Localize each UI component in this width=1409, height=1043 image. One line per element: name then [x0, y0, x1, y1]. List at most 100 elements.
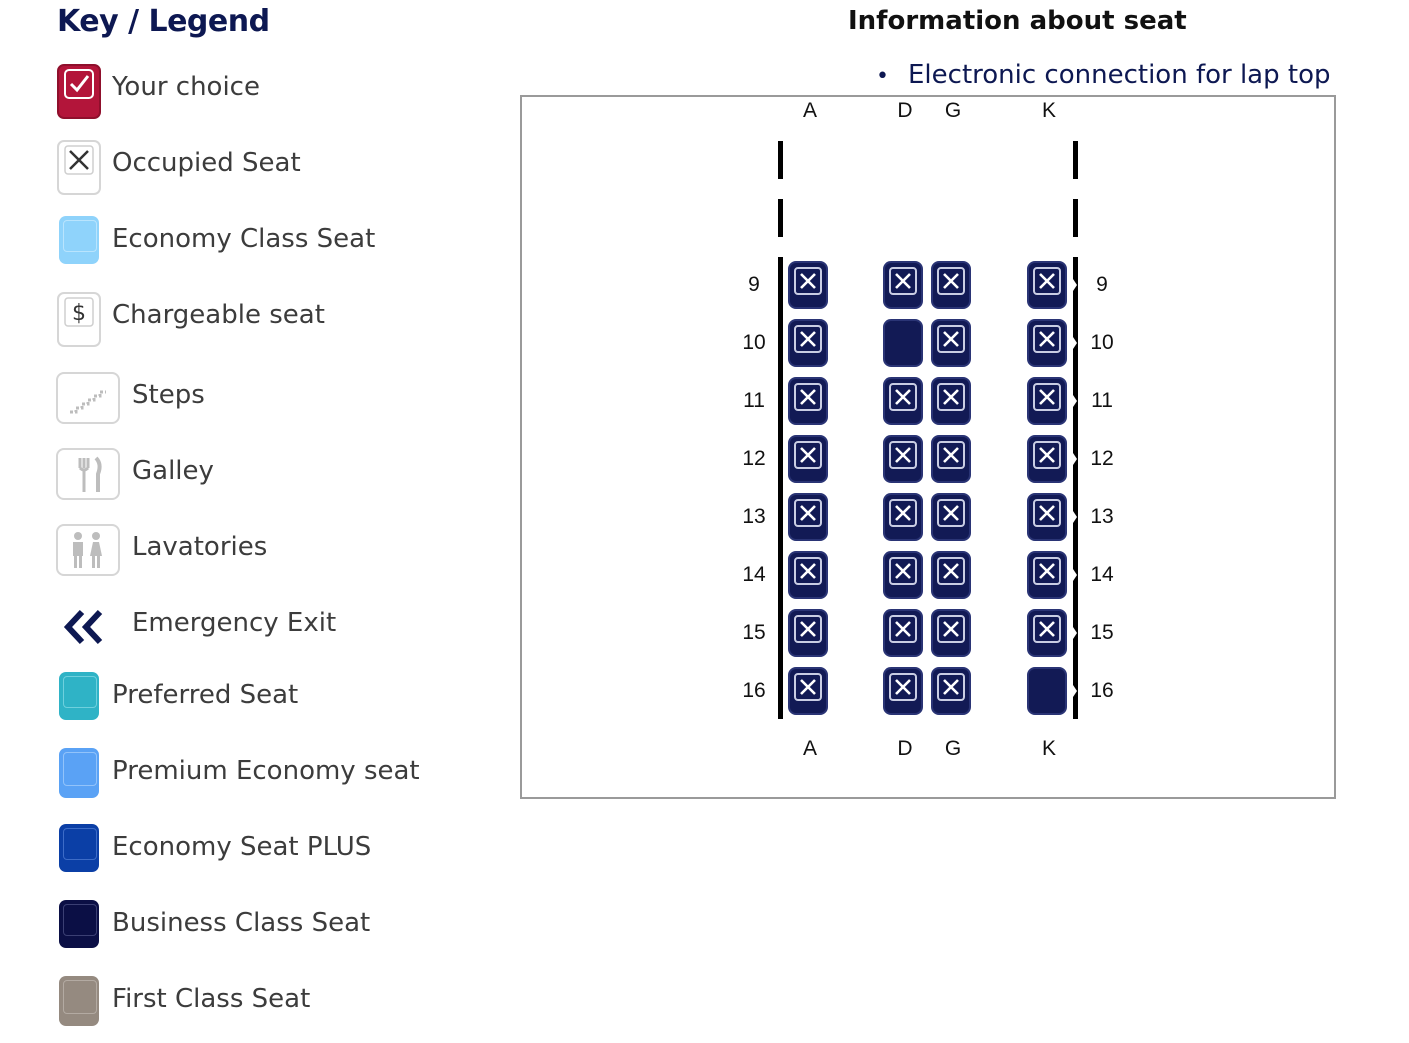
legend-label: Occupied Seat: [112, 148, 301, 178]
row-label: 10: [742, 331, 766, 354]
row-label: 16: [1090, 679, 1114, 702]
seat-occupied[interactable]: [1027, 551, 1067, 599]
x-icon: [889, 383, 917, 411]
legend-label: Galley: [132, 456, 214, 486]
x-icon: [937, 383, 965, 411]
dollar-icon: $: [56, 292, 102, 348]
x-icon: [794, 615, 822, 643]
info-bullet: • Electronic connection for lap top: [876, 60, 1331, 90]
column-label: G: [944, 99, 962, 122]
seat-occupied[interactable]: [883, 493, 923, 541]
wall-notch: [783, 337, 787, 349]
row-label: 14: [1090, 563, 1114, 586]
row-label: 10: [1090, 331, 1114, 354]
seat-occupied[interactable]: [1027, 319, 1067, 367]
wall-notch: [1073, 337, 1077, 349]
column-label: G: [944, 737, 962, 760]
seat-occupied[interactable]: [1027, 377, 1067, 425]
seat-occupied[interactable]: [788, 319, 828, 367]
seat-occupied[interactable]: [788, 609, 828, 657]
preferred-seat-icon: [56, 672, 102, 728]
legend-label: Chargeable seat: [112, 300, 325, 330]
x-icon: [1033, 325, 1061, 353]
x-icon: [794, 499, 822, 527]
seat-occupied[interactable]: [788, 551, 828, 599]
your-choice-seat-icon: [56, 64, 102, 120]
row-label: 12: [742, 447, 766, 470]
seat-occupied[interactable]: [883, 667, 923, 715]
seat-occupied[interactable]: [883, 609, 923, 657]
seat-occupied[interactable]: [931, 319, 971, 367]
seat-occupied[interactable]: [931, 435, 971, 483]
fuselage-wall: [778, 199, 783, 237]
seat-occupied[interactable]: [931, 551, 971, 599]
seat-occupied[interactable]: [883, 377, 923, 425]
column-label: K: [1041, 737, 1056, 760]
column-label: D: [897, 737, 913, 760]
seat-occupied[interactable]: [931, 493, 971, 541]
x-icon: [937, 267, 965, 295]
row-label: 9: [1096, 273, 1108, 296]
seat-occupied[interactable]: [1027, 609, 1067, 657]
info-bullet-text: Electronic connection for lap top: [908, 60, 1331, 90]
legend-label: Steps: [132, 380, 205, 410]
x-icon: [937, 499, 965, 527]
x-icon: [937, 557, 965, 585]
wall-notch: [783, 279, 787, 291]
fuselage-wall: [1073, 257, 1078, 719]
wall-notch: [1073, 395, 1077, 407]
cutlery-icon: [56, 448, 120, 500]
row-label: 13: [742, 505, 766, 528]
x-icon: [56, 140, 102, 196]
x-icon: [937, 441, 965, 469]
wall-notch: [1073, 511, 1077, 523]
seat-occupied[interactable]: [788, 667, 828, 715]
seat-occupied[interactable]: [1027, 261, 1067, 309]
x-icon: [889, 557, 917, 585]
wall-notch: [783, 685, 787, 697]
seat-occupied[interactable]: [931, 377, 971, 425]
legend-label: First Class Seat: [112, 984, 311, 1014]
seat-occupied[interactable]: [788, 435, 828, 483]
x-icon: [937, 673, 965, 701]
fuselage-wall: [1073, 199, 1078, 237]
row-label: 9: [748, 273, 760, 296]
x-icon: [889, 441, 917, 469]
seat-occupied[interactable]: [883, 435, 923, 483]
check-icon: [64, 69, 94, 99]
seat-occupied[interactable]: [931, 261, 971, 309]
legend-label: Premium Economy seat: [112, 756, 420, 786]
legend-label: Your choice: [112, 72, 260, 102]
seat-occupied[interactable]: [931, 667, 971, 715]
legend-title: Key / Legend: [57, 4, 270, 39]
legend-label: Economy Seat PLUS: [112, 832, 372, 862]
seat-occupied[interactable]: [788, 261, 828, 309]
x-icon: [937, 615, 965, 643]
seat-occupied[interactable]: [931, 609, 971, 657]
seat-occupied[interactable]: [788, 493, 828, 541]
seat-available[interactable]: [883, 319, 923, 367]
x-icon: [1033, 267, 1061, 295]
x-icon: [794, 673, 822, 701]
x-icon: [889, 499, 917, 527]
wall-notch: [783, 395, 787, 407]
seat-occupied[interactable]: [883, 261, 923, 309]
legend-label: Economy Class Seat: [112, 224, 376, 254]
seat-occupied[interactable]: [788, 377, 828, 425]
x-icon: [794, 557, 822, 585]
x-icon: [1033, 441, 1061, 469]
wall-notch: [783, 453, 787, 465]
seat-occupied[interactable]: [883, 551, 923, 599]
seat-available[interactable]: [1027, 667, 1067, 715]
info-title: Information about seat: [848, 6, 1187, 36]
row-label: 11: [1091, 389, 1113, 412]
wall-notch: [1073, 279, 1077, 291]
column-label: K: [1041, 99, 1056, 122]
seat-occupied[interactable]: [1027, 493, 1067, 541]
x-icon: [1033, 615, 1061, 643]
wall-notch: [1073, 627, 1077, 639]
x-icon: [1033, 499, 1061, 527]
bullet-icon: •: [876, 64, 889, 89]
seat-occupied[interactable]: [1027, 435, 1067, 483]
